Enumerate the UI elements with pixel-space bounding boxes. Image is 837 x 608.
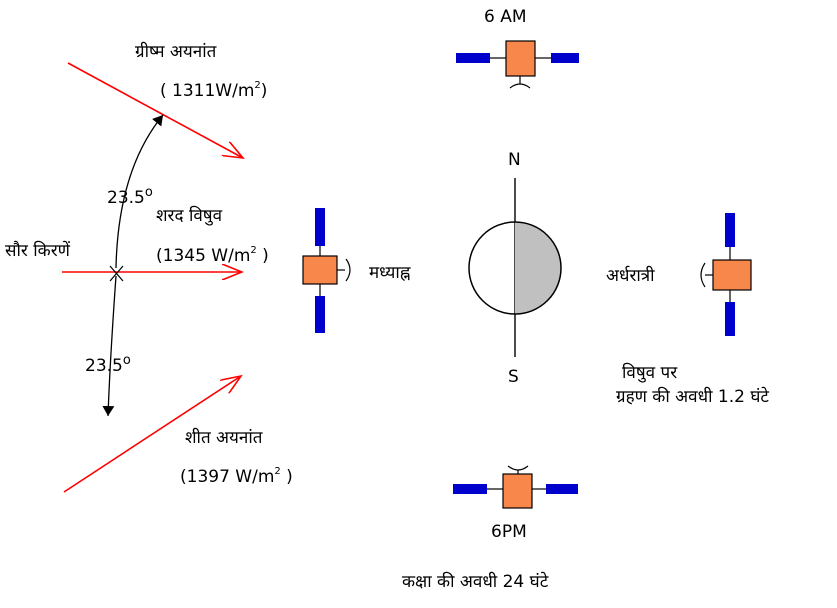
summer-solstice-close: ) [260, 81, 268, 101]
satellite-body [712, 259, 752, 291]
satellite-6am [456, 40, 579, 89]
satellite-body [302, 255, 338, 285]
time-6pm-label: 6PM [491, 522, 527, 542]
orbit-period-label: कक्षा की अवधी 24 घंटे [402, 572, 549, 592]
satellite-midnight [700, 213, 752, 336]
solar-panel-right [551, 53, 579, 63]
summer-solstice-value-text: ( 1311W/m [160, 81, 255, 101]
satellite-body [505, 40, 536, 77]
solar-panel-left [456, 53, 490, 63]
summer-solstice-ray [67, 62, 243, 158]
unit-exponent: 2 [250, 245, 257, 256]
winter-solstice-ray [63, 376, 241, 493]
degree-symbol: o [122, 353, 131, 368]
winter-solstice-value: (1397 W/m2 ) [180, 462, 293, 487]
solar-panel-top [315, 208, 325, 246]
equinox-title: शरद विषुव [156, 206, 223, 226]
angle-vertex-mark-b [109, 265, 124, 282]
earth-globe [468, 221, 562, 315]
angle-lower-label: 23.5o [85, 351, 131, 376]
equinox-value-text: (1345 W/m [156, 246, 251, 266]
sun-rays-label: सौर किरणें [5, 241, 70, 261]
solar-panel-left [453, 484, 487, 494]
lower-angle-arc [102, 275, 117, 417]
midnight-label: अर्धरात्री [606, 266, 655, 286]
antenna-dish [700, 262, 706, 288]
antenna-dish [345, 258, 351, 282]
eclipse-note-line2: ग्रहण की अवधी 1.2 घंटे [616, 387, 769, 407]
time-6am-label: 6 AM [484, 7, 527, 27]
unit-exponent: 2 [254, 80, 261, 91]
winter-solstice-close: ) [280, 467, 293, 487]
angle-lower-value: 23.5 [85, 356, 123, 376]
summer-solstice-value: ( 1311W/m2) [160, 76, 267, 101]
unit-exponent: 2 [274, 466, 281, 477]
noon-label: मध्याह्न [369, 263, 411, 283]
equinox-close: ) [256, 246, 269, 266]
earth-night-side [515, 222, 561, 314]
antenna-dish [509, 83, 531, 89]
antenna-dish [507, 465, 529, 471]
winter-solstice-title: शीत अयनांत [185, 428, 263, 448]
south-label: S [508, 367, 519, 387]
satellite-body [502, 473, 533, 509]
degree-symbol: o [144, 185, 153, 200]
north-label: N [508, 150, 521, 170]
angle-upper-label: 23.5o [107, 183, 153, 208]
eclipse-note-line1: विषुव पर [622, 363, 678, 383]
solar-panel-right [546, 484, 578, 494]
upper-angle-arc [115, 114, 164, 269]
satellite-noon [302, 208, 351, 333]
winter-solstice-value-text: (1397 W/m [180, 467, 275, 487]
satellite-6pm [453, 465, 578, 509]
solar-panel-top [725, 213, 735, 247]
solar-panel-bottom [315, 296, 325, 333]
equinox-value: (1345 W/m2 ) [156, 241, 269, 266]
solar-panel-bottom [725, 302, 735, 336]
angle-upper-value: 23.5 [107, 188, 145, 208]
summer-solstice-title: ग्रीष्म अयनांत [135, 42, 217, 62]
